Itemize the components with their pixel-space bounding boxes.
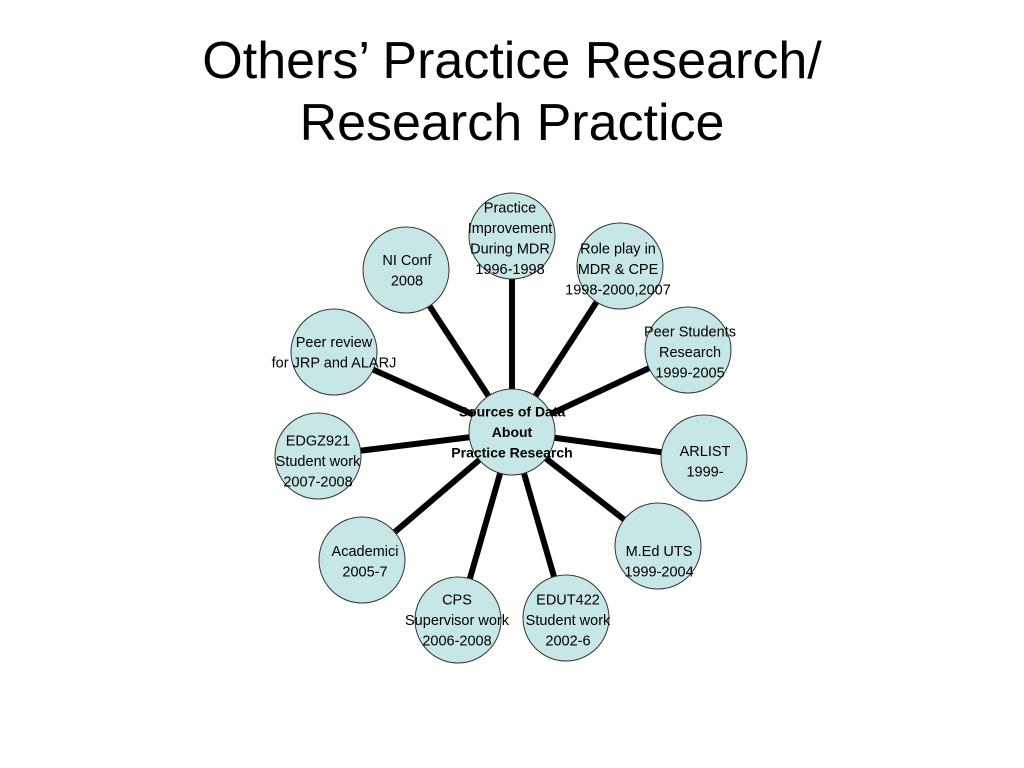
node-label-academici: Academici 2005-7: [332, 544, 399, 581]
node-label-line: 2007-2008: [283, 475, 352, 491]
node-circle-academici: [318, 516, 406, 604]
node-label-line: Peer review: [296, 335, 373, 351]
center-label-line: Practice Research: [451, 445, 572, 461]
node-label-line: Peer Students: [644, 325, 736, 341]
node-label-line: EDUT422: [536, 593, 600, 609]
node-label-line: Supervisor work: [405, 613, 510, 629]
node-circle-peer-students: [644, 306, 732, 394]
center-label-line: Sources of Data: [459, 404, 566, 420]
node-label-line: Improvement: [468, 221, 553, 237]
node-label-line: During MDR: [470, 241, 550, 257]
node-label-ni-conf: NI Conf 2008: [382, 253, 432, 290]
node-label-line: 2008: [391, 273, 423, 289]
node-label-line: M.Ed UTS: [626, 544, 693, 560]
node-label-role-play: Role play in MDR & CPE 1998-2000,2007: [565, 242, 671, 299]
node-circles-group: [274, 192, 748, 664]
node-label-line: Academici: [332, 544, 399, 560]
node-label-line: NI Conf: [382, 253, 432, 269]
node-circle-cps: [414, 576, 502, 664]
node-label-line: EDGZ921: [286, 434, 350, 450]
node-circle-edgz921: [274, 412, 362, 500]
node-circle-practice-improvement: [468, 192, 556, 280]
node-circle-peer-review: [290, 308, 378, 396]
node-label-line: MDR & CPE: [578, 262, 659, 278]
node-label-line: Student work: [276, 454, 361, 470]
node-label-line: 1998-2000,2007: [565, 283, 671, 299]
slide-title-line-2: Research Practice: [299, 94, 725, 152]
center-label-line: About: [492, 424, 533, 440]
center-circle: [468, 388, 556, 476]
node-circle-role-play: [576, 222, 664, 310]
node-label-line: 1999-2004: [624, 564, 693, 580]
slide-title: Others’ Practice Research/ Research Prac…: [0, 30, 1024, 154]
slide-title-line-1: Others’ Practice Research/: [202, 32, 822, 90]
node-circle-edut422: [522, 574, 610, 662]
node-label-line: 2002-6: [545, 634, 590, 650]
node-label-line: 1999-2005: [655, 366, 724, 382]
node-circle-ni-conf: [362, 226, 450, 314]
node-label-line: CPS: [442, 593, 472, 609]
node-label-line: 2006-2008: [422, 634, 491, 650]
node-label-line: Research: [659, 345, 721, 361]
node-label-arlist: ARLIST 1999-: [680, 444, 731, 481]
node-label-line: Student work: [526, 613, 611, 629]
node-label-med-uts: M.Ed UTS 1999-2004: [624, 544, 693, 581]
node-label-line: 1999-: [686, 464, 723, 480]
node-label-line: Practice: [484, 200, 536, 216]
node-label-line: 2005-7: [342, 564, 387, 580]
node-label-peer-review: Peer review for JRP and ALARJ: [272, 335, 397, 372]
node-label-line: 1996-1998: [475, 262, 544, 278]
node-circle-arlist: [660, 414, 748, 502]
node-label-cps: CPS Supervisor work 2006-2008: [405, 593, 510, 650]
node-circle-med-uts: [614, 502, 702, 590]
node-label-line: ARLIST: [680, 444, 731, 460]
node-label-line: for JRP and ALARJ: [272, 355, 397, 371]
node-label-line: Role play in: [580, 242, 656, 258]
